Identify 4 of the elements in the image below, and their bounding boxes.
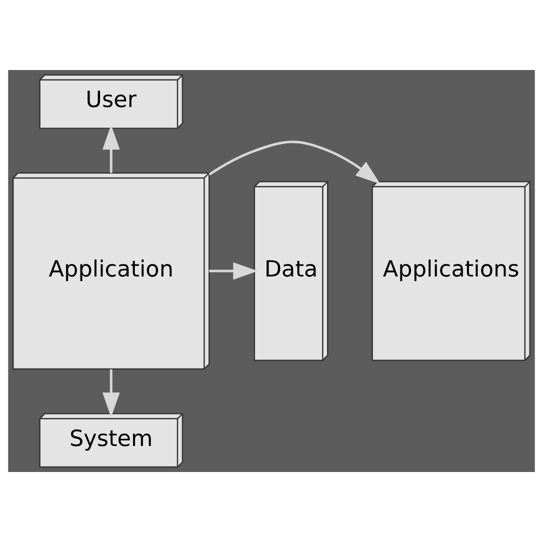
arrow	[102, 124, 120, 172]
arrow	[209, 262, 258, 280]
arrow	[208, 140, 380, 184]
arrow	[102, 368, 120, 417]
